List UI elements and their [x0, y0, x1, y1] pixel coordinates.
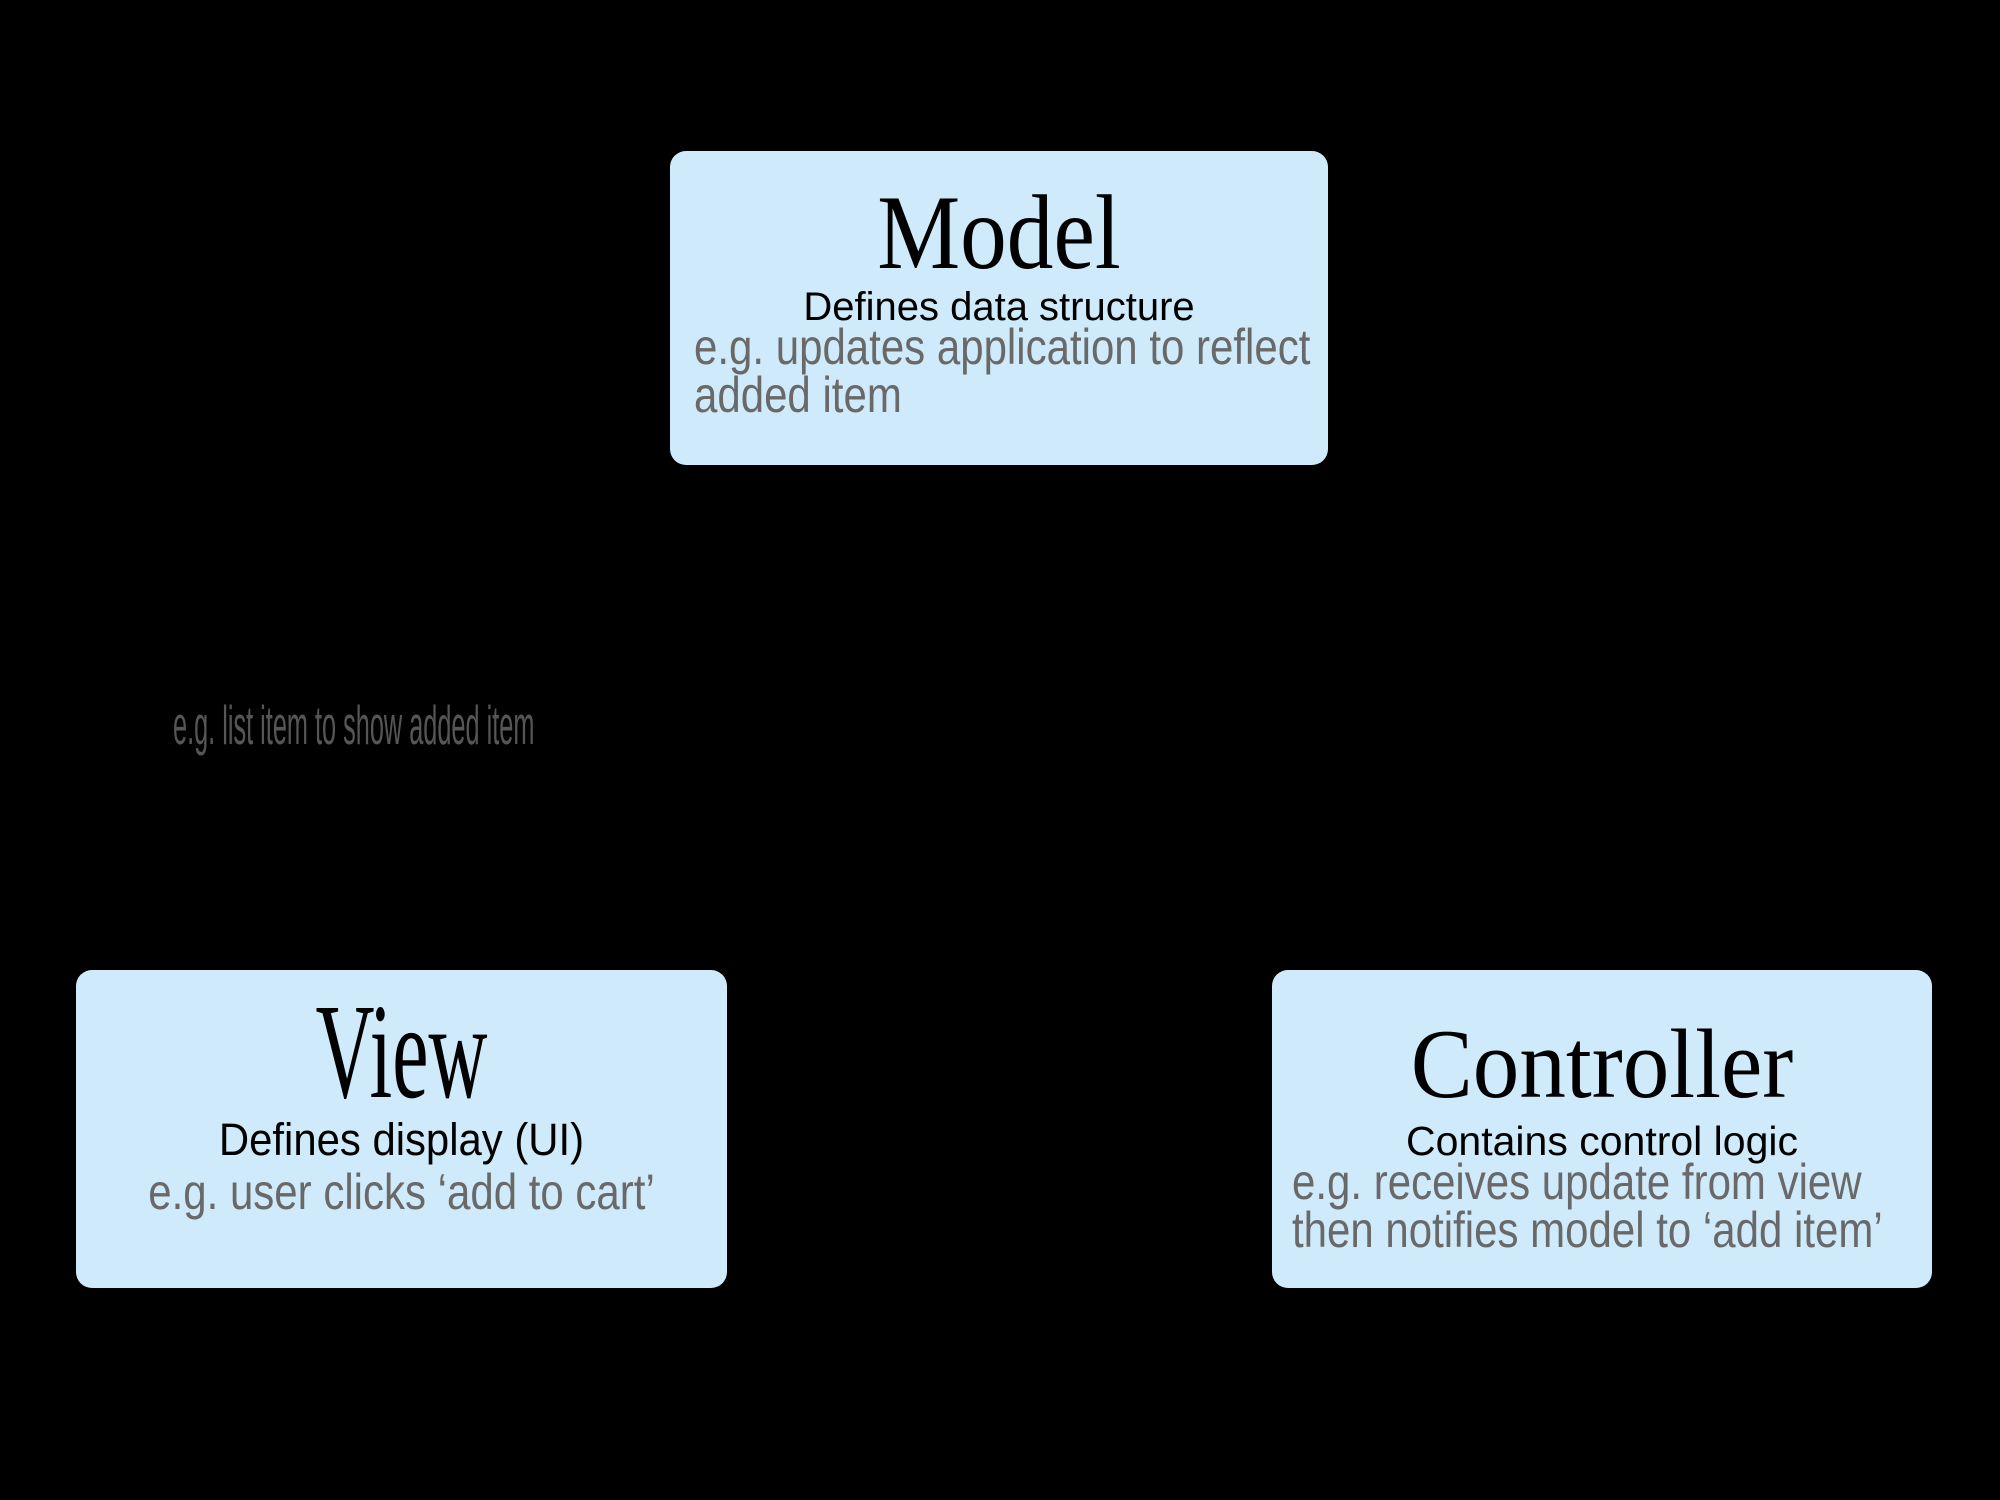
view-subtitle: Defines display (UI) [218, 1114, 585, 1165]
model-box: Model Defines data structure e.g. update… [670, 151, 1328, 465]
model-example-line-2: added item [694, 367, 902, 423]
controller-subtitle: Contains control logic [1406, 1118, 1798, 1164]
controller-example-line-1: e.g. receives update from view [1292, 1154, 1862, 1210]
view-example-line-1: e.g. user clicks ‘add to cart’ [148, 1164, 655, 1220]
controller-box: Controller Contains control logic e.g. r… [1272, 970, 1932, 1288]
model-example-line-1: e.g. updates application to reflect [694, 319, 1311, 375]
view-title: View [315, 977, 488, 1127]
model-to-view-example-label: e.g. list item to show added item [173, 694, 535, 756]
controller-title: Controller [1410, 1010, 1794, 1119]
controller-example-line-2: then notifies model to ‘add item’ [1292, 1202, 1883, 1258]
model-title: Model [877, 174, 1121, 291]
model-subtitle: Defines data structure [803, 285, 1195, 329]
view-box: View Defines display (UI) e.g. user clic… [76, 970, 727, 1288]
